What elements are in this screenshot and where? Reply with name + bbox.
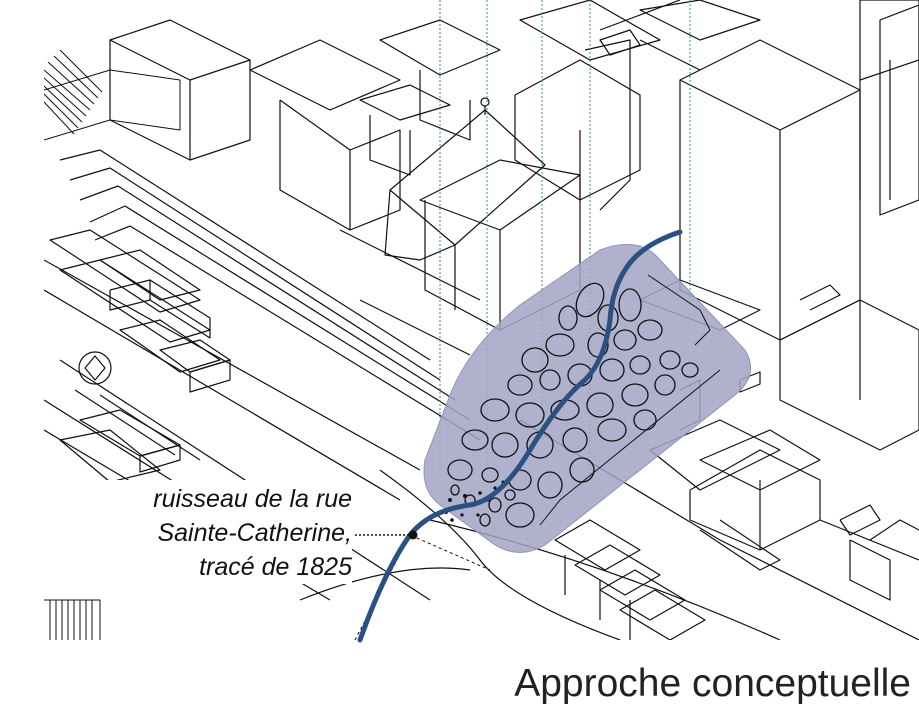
figure-title: Approche conceptuelle — [514, 662, 911, 705]
tall-tower — [679, 4, 919, 341]
cell-pattern — [447, 282, 699, 528]
hatched-roofs — [44, 49, 181, 141]
intervention-zone — [423, 243, 752, 553]
buildings-right — [639, 279, 919, 601]
annotation-line-1: ruisseau de la rue — [153, 485, 352, 513]
station-buildings — [49, 229, 231, 483]
buildings-top — [109, 0, 919, 231]
bottom-left-block — [44, 599, 101, 640]
annotation-line-2: Sainte-Catherine, — [157, 519, 352, 547]
site-outline — [354, 534, 491, 641]
row-houses — [554, 519, 781, 640]
stream-annotation: ruisseau de la rue Sainte-Catherine, tra… — [60, 480, 352, 584]
annotation-line-3: tracé de 1825 — [199, 553, 352, 581]
annotation-dot — [408, 530, 418, 540]
diamond-landmark-icon — [84, 355, 106, 381]
